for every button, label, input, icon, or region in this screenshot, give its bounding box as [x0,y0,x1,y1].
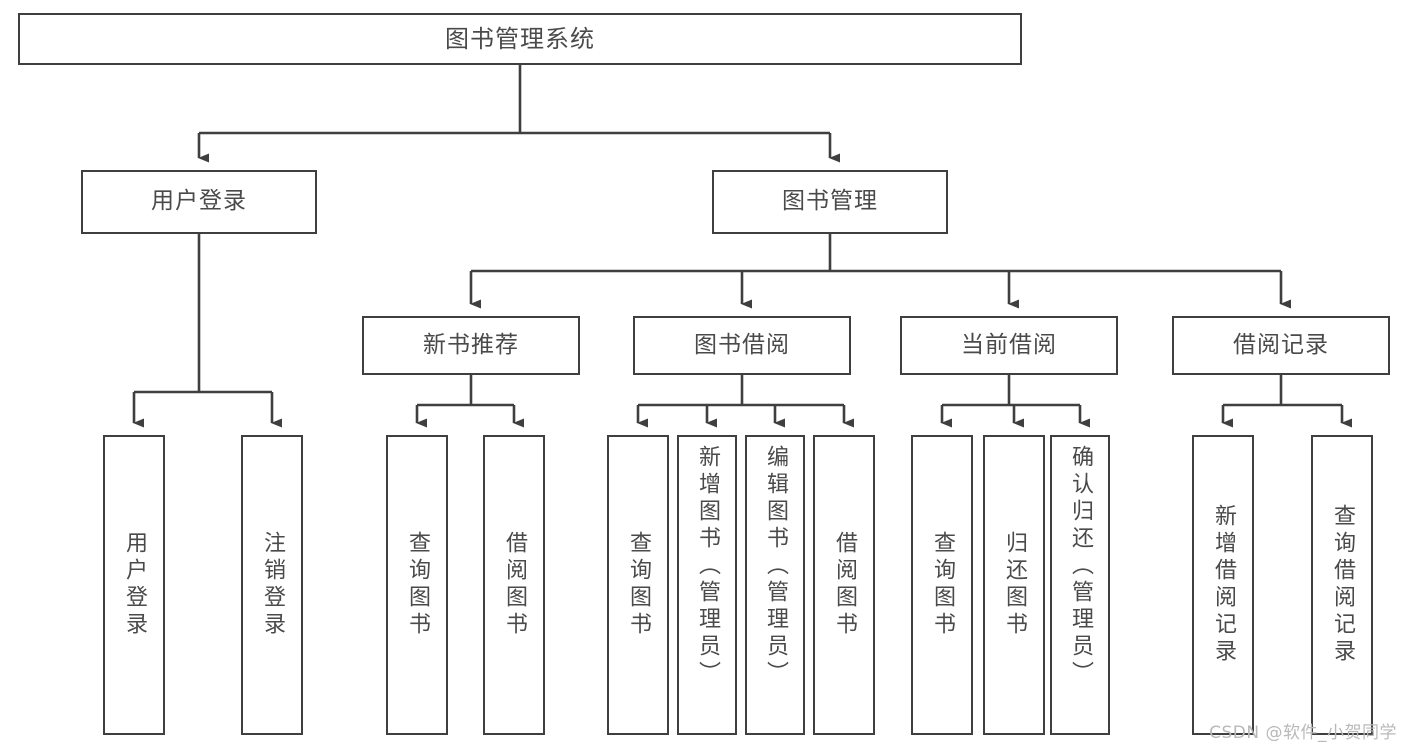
node-label: 新书推荐 [423,331,519,358]
node-leaf-user-login[interactable]: 用户登录 [103,435,165,735]
node-label: 图书借阅 [694,331,790,358]
node-leaf-logout-login[interactable]: 注销登录 [241,435,303,735]
node-label: 归还图书 [1002,531,1027,639]
node-label: 新增图书（管理员） [695,445,720,688]
node-root-book-management-system[interactable]: 图书管理系统 [18,13,1022,65]
node-label: 查询图书 [930,531,955,639]
node-leaf-borrow-book-2[interactable]: 借阅图书 [813,435,875,735]
node-label: 编辑图书（管理员） [763,445,788,688]
node-current-borrow[interactable]: 当前借阅 [900,316,1118,375]
node-label: 查询借阅记录 [1330,504,1355,666]
node-label: 新增借阅记录 [1211,504,1236,666]
node-label: 查询图书 [405,531,430,639]
node-borrow-record[interactable]: 借阅记录 [1172,316,1390,375]
node-leaf-add-book-admin[interactable]: 新增图书（管理员） [677,435,737,735]
node-label: 图书管理 [782,188,878,215]
node-book-borrow[interactable]: 图书借阅 [633,316,851,375]
node-label: 当前借阅 [961,331,1057,358]
node-leaf-add-borrow-record[interactable]: 新增借阅记录 [1192,435,1254,735]
node-label: 注销登录 [260,531,285,639]
node-leaf-query-book-3[interactable]: 查询图书 [911,435,973,735]
node-leaf-edit-book-admin[interactable]: 编辑图书（管理员） [745,435,805,735]
node-leaf-query-book-1[interactable]: 查询图书 [386,435,448,735]
node-user-login[interactable]: 用户登录 [81,170,317,234]
node-label: 借阅图书 [832,531,857,639]
node-label: 借阅图书 [502,531,527,639]
node-leaf-confirm-return-admin[interactable]: 确认归还（管理员） [1050,435,1110,735]
node-label: 查询图书 [626,531,651,639]
node-book-management[interactable]: 图书管理 [712,170,948,234]
node-label: 图书管理系统 [445,24,595,53]
node-new-book-recommend[interactable]: 新书推荐 [362,316,580,375]
node-leaf-return-book[interactable]: 归还图书 [983,435,1045,735]
node-label: 用户登录 [151,188,247,215]
node-label: 确认归还（管理员） [1068,445,1093,688]
node-leaf-borrow-book-1[interactable]: 借阅图书 [483,435,545,735]
node-leaf-query-book-2[interactable]: 查询图书 [607,435,669,735]
node-leaf-query-borrow-record[interactable]: 查询借阅记录 [1311,435,1373,735]
csdn-watermark: CSDN @软件_小贺同学 [1209,723,1397,743]
node-label: 借阅记录 [1233,331,1329,358]
node-label: 用户登录 [122,531,147,639]
